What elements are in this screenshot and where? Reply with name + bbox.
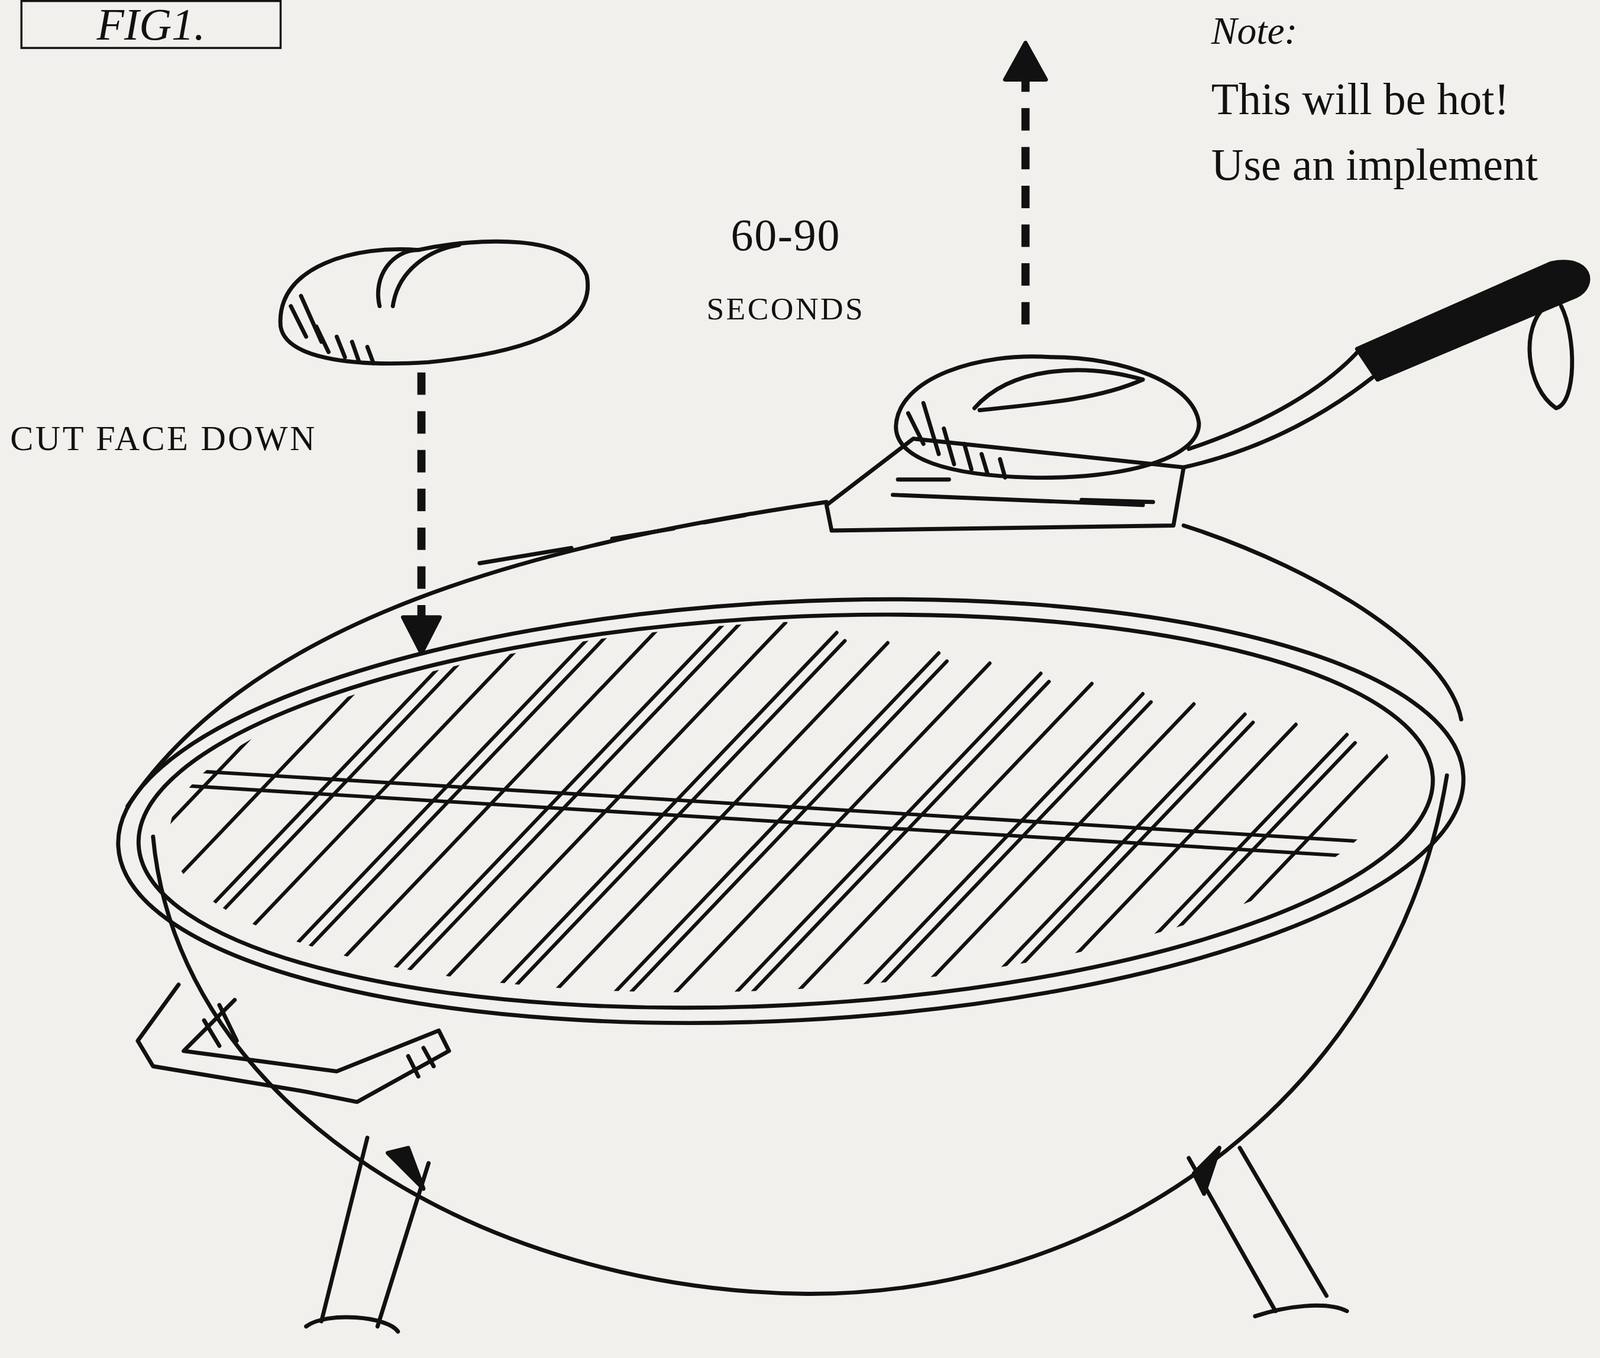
time-unit: SECONDS [673,291,899,328]
bun-half [280,241,588,364]
bun-hatch [291,295,374,364]
bun-hatch [907,402,1005,478]
side-handle [137,984,449,1102]
arrow-head [402,617,440,654]
grill-rim [107,567,1475,1056]
leg-joint [388,1148,1220,1195]
spatula-grip [1356,262,1589,380]
spatula-slots [892,479,1153,506]
grill-grate [0,551,1501,1215]
spatula-handle [1183,347,1373,468]
dashed-arrow [1021,76,1030,325]
dashed-arrow [417,372,426,623]
time-value: 60-90 [683,209,888,261]
grill-back-rim [1183,525,1461,720]
arrow-head [1004,42,1046,80]
note-text: This will be hot! Use an implement [1211,67,1585,199]
bun-half [896,356,1199,478]
handle-hatch [204,1004,434,1077]
figure-label-box: FIG1. [20,0,283,50]
bun-crease [377,244,460,307]
bun-crease [974,370,1143,411]
rim-dash [479,515,746,564]
instruction-label: CUT FACE DOWN [10,418,399,460]
spatula-blade [826,438,1184,531]
note-heading: Note: [1211,8,1416,54]
figure-label: FIG1. [97,0,206,51]
hanging-loop [1529,306,1573,409]
